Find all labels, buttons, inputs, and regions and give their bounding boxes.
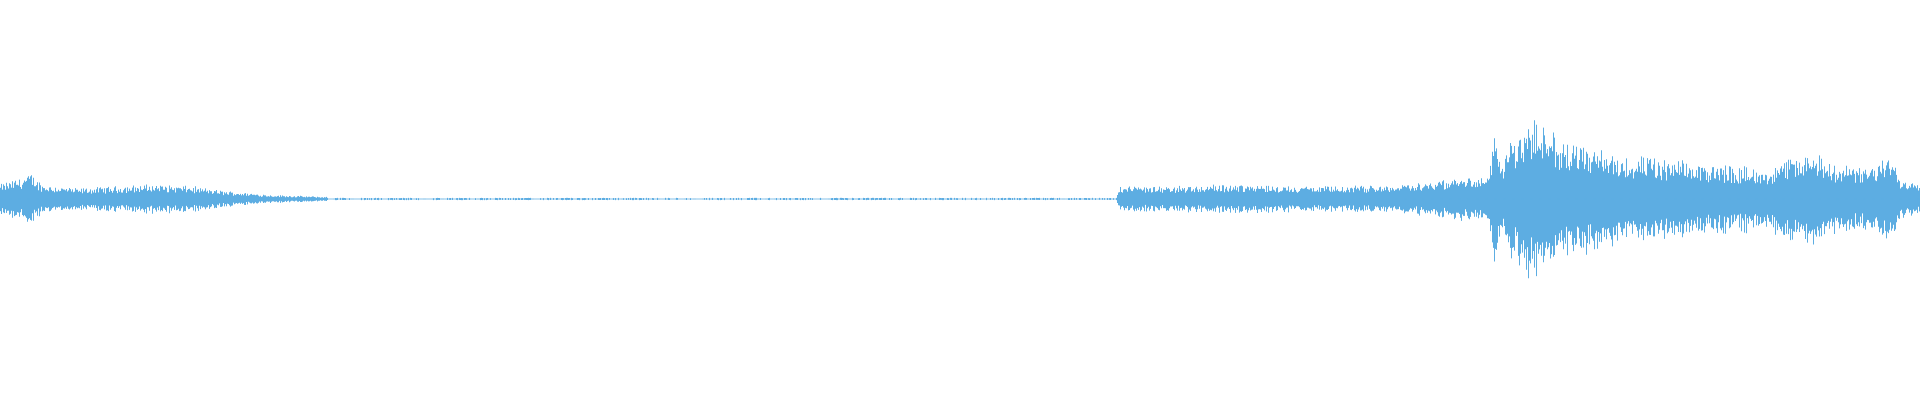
waveform-bars bbox=[0, 120, 1920, 279]
